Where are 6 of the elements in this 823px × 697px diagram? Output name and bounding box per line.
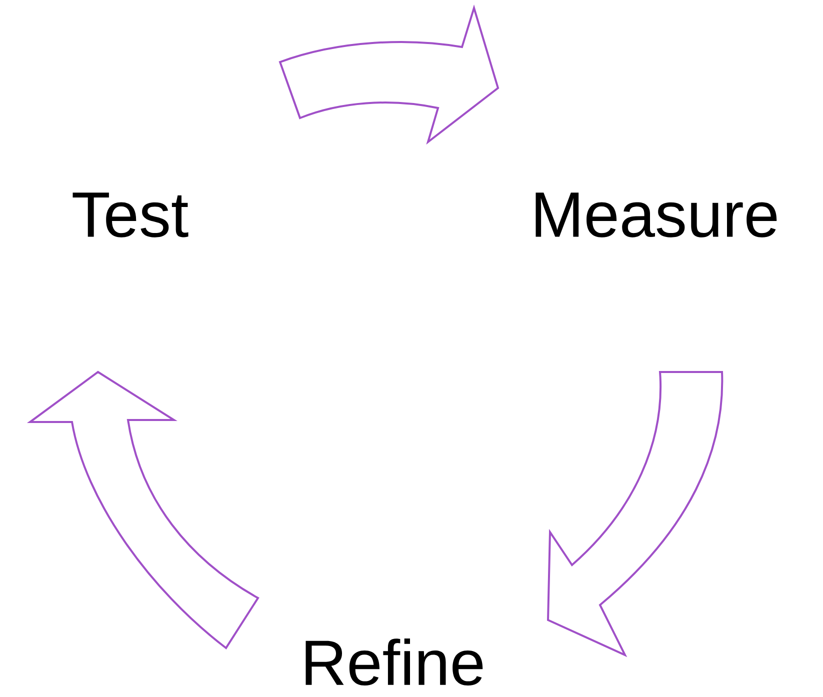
block-arrow xyxy=(279,7,499,143)
step-label: Test xyxy=(72,192,188,238)
step-label: Refine xyxy=(306,638,483,686)
block-arrow xyxy=(547,371,723,656)
block-arrow xyxy=(29,371,259,649)
step-label: Measure xyxy=(536,192,777,238)
